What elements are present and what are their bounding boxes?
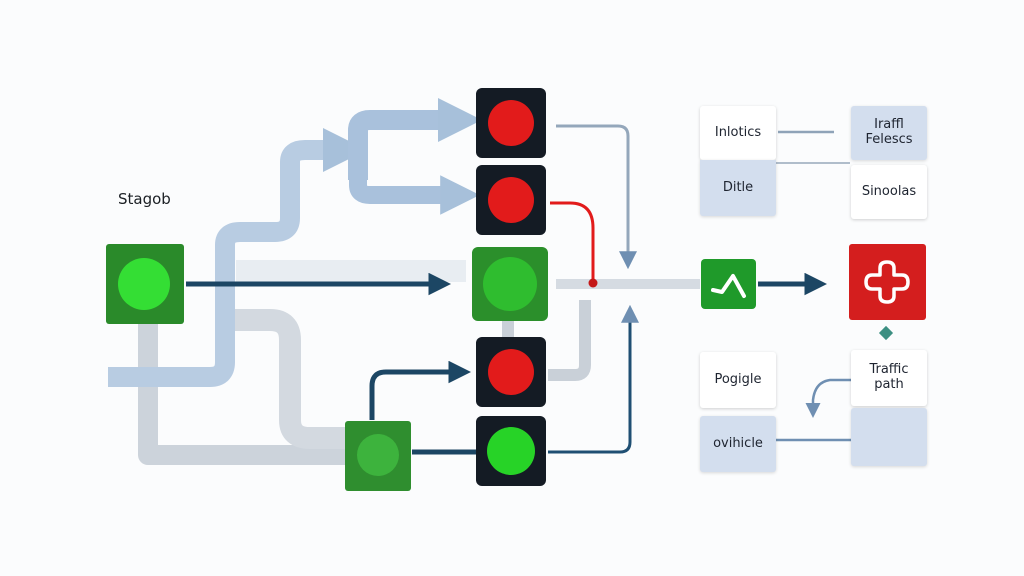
traffic-light-top-2-lamp (488, 177, 534, 223)
red-connector (550, 201, 595, 282)
source-light (118, 258, 170, 310)
box-traffic-path[interactable]: Traffic path (851, 350, 927, 406)
grey-band-lower (138, 322, 360, 465)
box-pogigle[interactable]: Pogigle (700, 352, 776, 408)
box-empty[interactable] (851, 408, 927, 466)
grey-band-loop (228, 309, 360, 449)
traffic-lights (472, 88, 548, 486)
grey-bar-main (236, 260, 466, 282)
diagram-title: Stagob (118, 190, 171, 208)
slate-connector-bottom (548, 304, 639, 454)
traffic-light-top-1-lamp (488, 100, 534, 146)
curved-arrow-back (805, 378, 852, 418)
traffic-light-mid-lamp (483, 257, 537, 311)
navy-arrow-low (369, 360, 471, 420)
box-ovihicle[interactable]: ovihicle (700, 416, 776, 472)
diamond-marker (878, 325, 894, 341)
box-sinoolas[interactable]: Sinoolas (851, 165, 927, 219)
traffic-light-low-1-lamp (488, 349, 534, 395)
cross-icon (864, 260, 910, 304)
junction-light (357, 434, 399, 476)
check-icon (711, 274, 746, 298)
box-dite[interactable]: Ditle (700, 160, 776, 216)
blue-band-top (348, 97, 483, 180)
slate-connector-top (556, 124, 637, 270)
blue-band-second (349, 160, 480, 215)
blue-band-up (108, 127, 368, 387)
traffic-light-low-2-lamp (487, 427, 535, 475)
red-junction-dot (588, 278, 598, 288)
alert-node[interactable] (849, 244, 926, 320)
box-traffic-releases[interactable]: Iraffl Felescs (851, 106, 927, 160)
box-intotics[interactable]: Inlotics (700, 106, 776, 160)
grey-band-right (502, 300, 591, 381)
